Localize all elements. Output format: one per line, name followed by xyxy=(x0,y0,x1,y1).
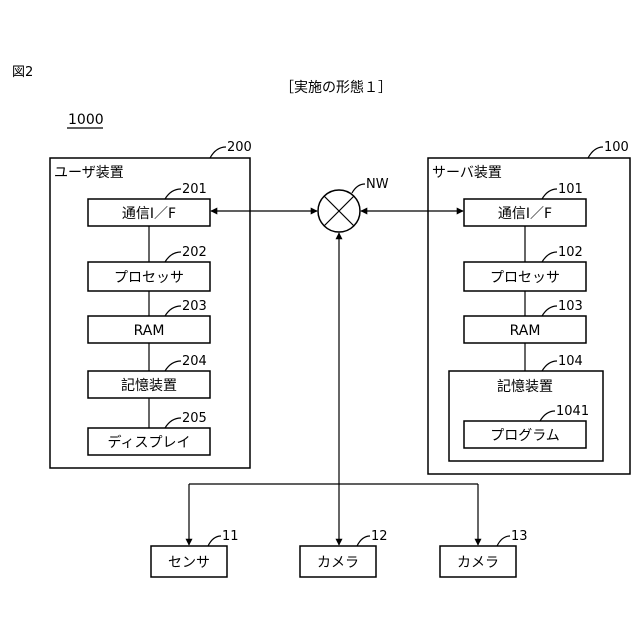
user-processor-ref: 202 xyxy=(182,245,207,260)
user-ram-ref: 203 xyxy=(182,299,207,314)
server-ram-ref: 103 xyxy=(558,299,583,314)
user-device-ref: 200 xyxy=(227,140,252,155)
camera-13-leader xyxy=(497,536,510,546)
user-display-label: ディスプレイ xyxy=(107,434,190,451)
user-comm-if-ref: 201 xyxy=(182,182,207,197)
camera-12-ref: 12 xyxy=(371,529,388,544)
server-ram-leader xyxy=(542,306,557,316)
server-comm-if-ref: 101 xyxy=(558,182,583,197)
camera-13-ref: 13 xyxy=(511,529,528,544)
server-storage-leader xyxy=(542,361,557,371)
user-ram-label: RAM xyxy=(134,323,165,339)
user-device-title: ユーザ装置 xyxy=(54,165,124,181)
embodiment-title: ［実施の形態１］ xyxy=(280,80,392,96)
sensor-ref: 11 xyxy=(222,529,239,544)
server-processor-leader xyxy=(542,252,557,262)
server-ram-label: RAM xyxy=(510,323,541,339)
camera-12-label: カメラ xyxy=(317,555,359,571)
sensor-leader xyxy=(208,536,221,546)
network-ref-leader xyxy=(352,184,365,193)
server-device-title: サーバ装置 xyxy=(432,165,502,181)
server-device-ref-leader xyxy=(588,147,603,158)
server-program-ref: 1041 xyxy=(556,404,589,419)
user-storage-leader xyxy=(165,361,181,371)
server-storage-ref: 104 xyxy=(558,354,583,369)
system-ref: 1000 xyxy=(68,112,104,128)
network-ref: NW xyxy=(366,177,389,192)
user-comm-if-leader xyxy=(165,189,181,199)
camera-12-leader xyxy=(357,536,370,546)
server-program-label: プログラム xyxy=(490,428,560,444)
sensor-label: センサ xyxy=(168,555,210,571)
user-storage-label: 記憶装置 xyxy=(121,377,177,394)
server-device-ref: 100 xyxy=(604,140,629,155)
user-display-leader xyxy=(165,418,181,428)
user-storage-ref: 204 xyxy=(182,354,207,369)
user-ram-leader xyxy=(165,306,181,316)
server-comm-if-leader xyxy=(542,189,557,199)
figure-label: 図2 xyxy=(12,65,33,80)
user-processor-label: プロセッサ xyxy=(114,270,184,286)
server-storage-label: 記憶装置 xyxy=(497,378,553,395)
user-comm-if-label: 通信I／F xyxy=(122,206,176,222)
camera-13-label: カメラ xyxy=(457,555,499,571)
server-processor-ref: 102 xyxy=(558,245,583,260)
server-processor-label: プロセッサ xyxy=(490,270,560,286)
user-processor-leader xyxy=(165,252,181,262)
user-display-ref: 205 xyxy=(182,411,207,426)
user-device-ref-leader xyxy=(210,147,226,158)
server-comm-if-label: 通信I／F xyxy=(498,206,552,222)
